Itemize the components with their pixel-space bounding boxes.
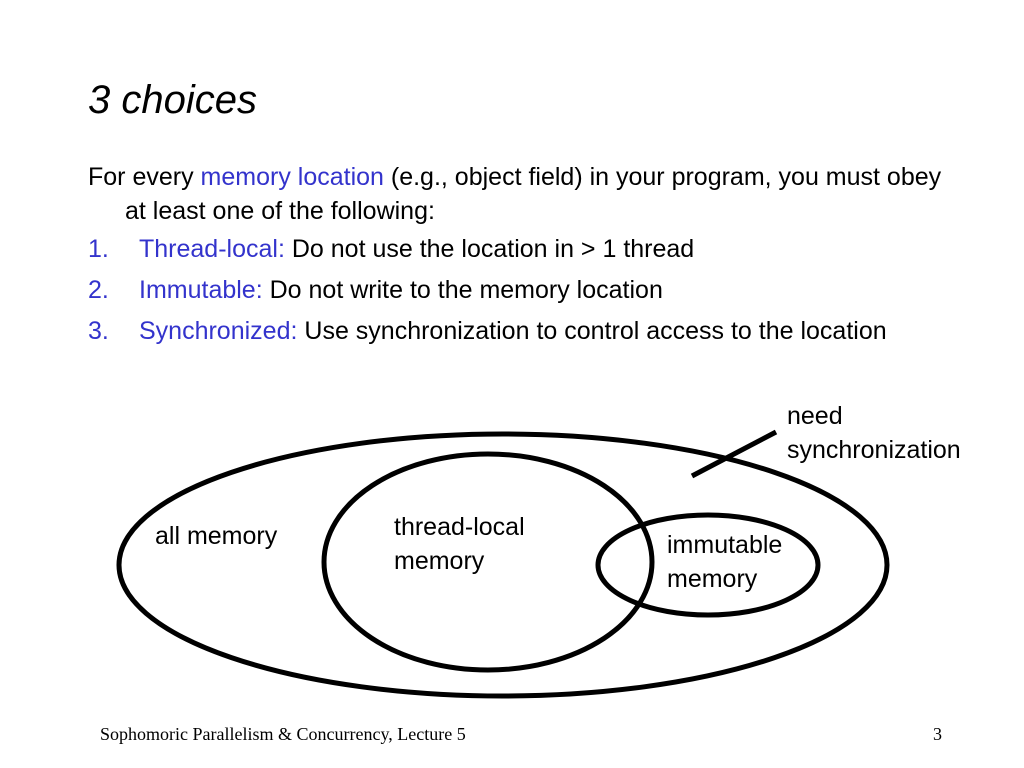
intro-highlight: memory location	[200, 163, 384, 191]
intro-text-after: (e.g., object field) in your program, yo…	[125, 163, 942, 225]
thread-local-ellipse	[321, 451, 655, 673]
all-memory-label: all memory	[155, 522, 278, 550]
choice-text: Use synchronization to control access to…	[297, 317, 887, 345]
footer-text: Sophomoric Parallelism & Concurrency, Le…	[100, 724, 466, 744]
choice-number: 2.	[88, 276, 109, 304]
thread-local-label-line1: thread-local	[394, 513, 525, 541]
choice-item-synchronized: 3. Synchronized: Use synchronization to c…	[88, 314, 948, 348]
all-memory-ellipse	[116, 431, 890, 699]
choice-item-immutable: 2. Immutable: Do not write to the memory …	[88, 273, 948, 307]
need-sync-label-line1: need	[787, 402, 843, 430]
page-number: 3	[933, 724, 942, 744]
choice-text: Do not use the location in > 1 thread	[284, 235, 695, 263]
choice-term: Synchronized:	[139, 317, 298, 345]
choices-list: 1. Thread-local: Do not use the location …	[88, 232, 948, 348]
thread-local-label-line2: memory	[394, 547, 485, 575]
choice-number: 1.	[88, 235, 109, 263]
intro-paragraph: For every memory location (e.g., object …	[88, 160, 948, 228]
choice-item-thread-local: 1. Thread-local: Do not use the location …	[88, 232, 948, 266]
slide-body: For every memory location (e.g., object …	[88, 160, 948, 355]
slide-title: 3 choices	[88, 78, 257, 122]
choice-term: Immutable:	[139, 276, 263, 304]
immutable-label-line1: immutable	[667, 531, 783, 559]
need-sync-pointer-line	[690, 429, 778, 479]
choice-term: Thread-local:	[139, 235, 285, 263]
choice-number: 3.	[88, 317, 109, 345]
immutable-ellipse	[595, 512, 821, 618]
need-sync-label-line2: synchronization	[787, 436, 961, 464]
choice-text: Do not write to the memory location	[262, 276, 663, 304]
immutable-label-line2: memory	[667, 565, 758, 593]
intro-text-before: For every	[88, 163, 201, 191]
